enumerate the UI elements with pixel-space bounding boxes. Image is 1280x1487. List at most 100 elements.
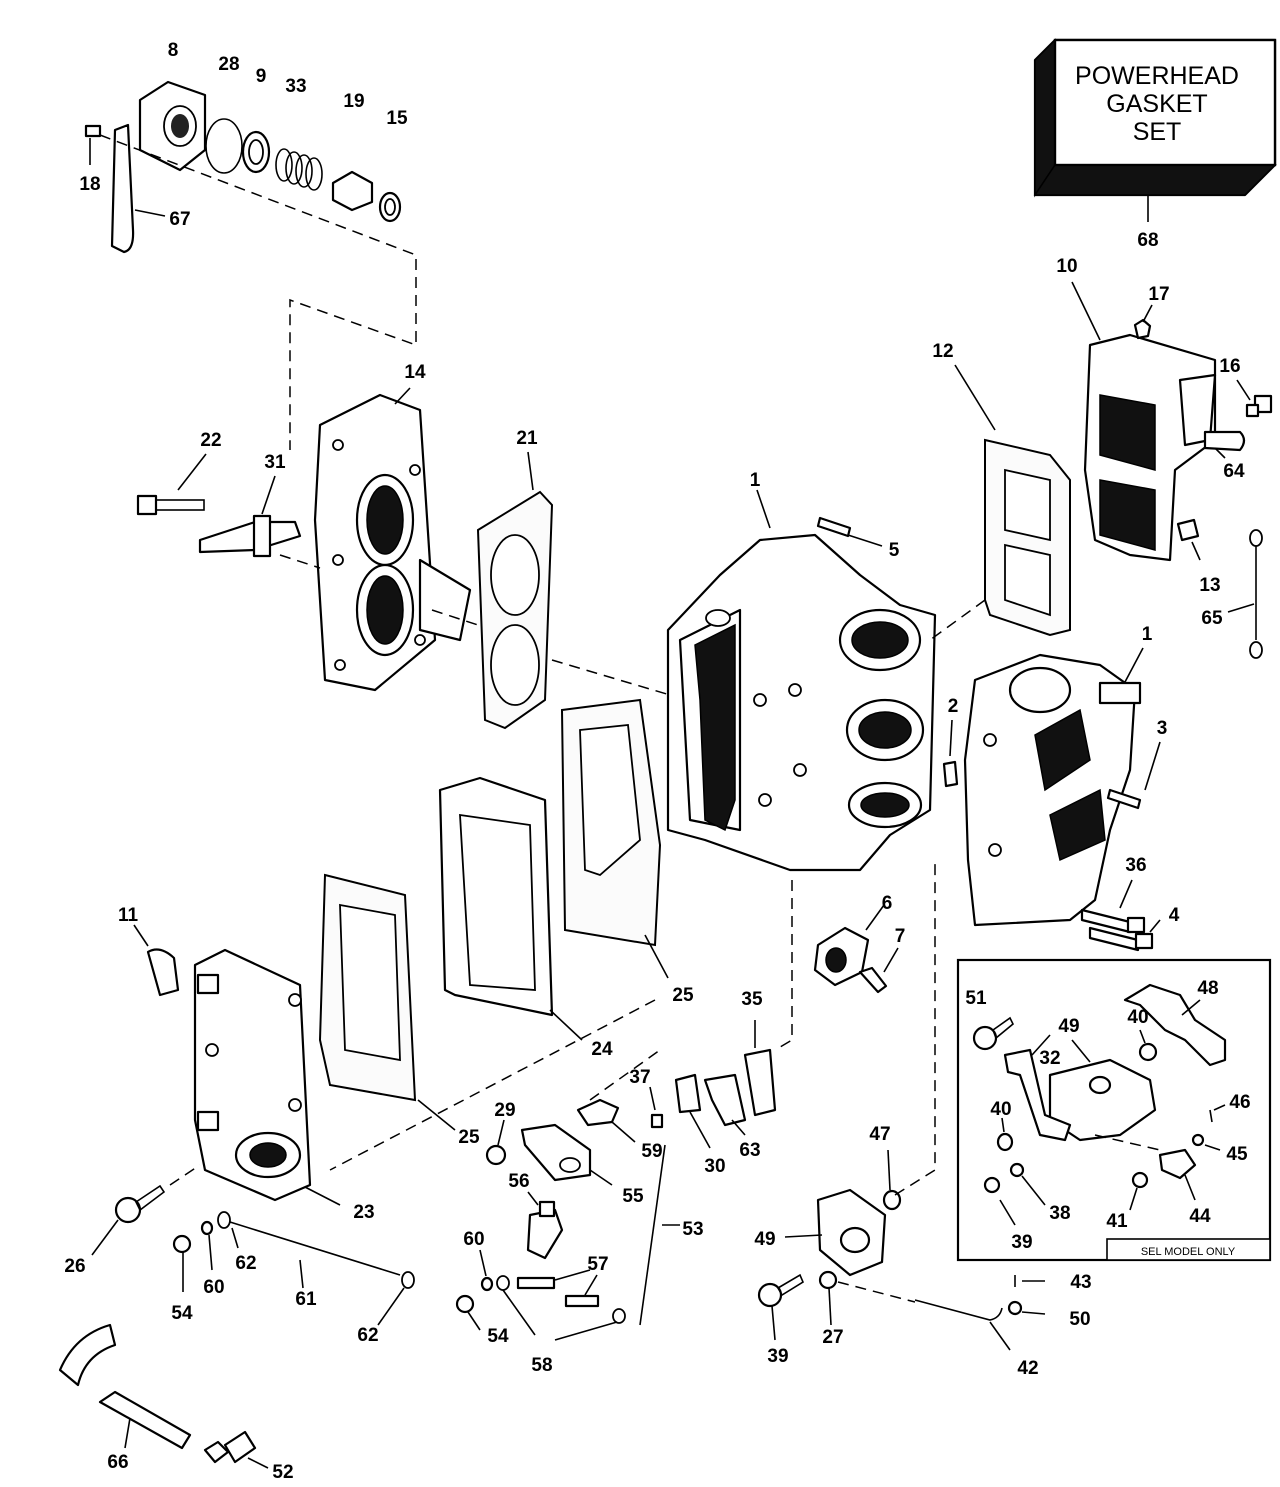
intake-gasket-12 bbox=[929, 364, 1071, 641]
kit-box-title-line-3: SET bbox=[1133, 118, 1182, 146]
center-small-parts bbox=[455, 880, 793, 1341]
part-label-67: 67 bbox=[169, 209, 190, 230]
kit-box-title-line-1: POWERHEAD bbox=[1075, 62, 1239, 90]
part-label-1a: 1 bbox=[750, 470, 761, 491]
head-bolt-and-spark-plug bbox=[136, 453, 321, 569]
part-label-7: 7 bbox=[895, 926, 906, 947]
part-label-4: 4 bbox=[1169, 905, 1180, 926]
part-label-49a: 49 bbox=[1058, 1016, 1079, 1037]
part-label-39a: 39 bbox=[1011, 1232, 1032, 1253]
part-label-51: 51 bbox=[965, 988, 987, 1009]
part-label-61: 61 bbox=[295, 1289, 317, 1310]
part-label-43: 43 bbox=[1070, 1272, 1091, 1293]
sel-model-box: SEL MODEL ONLY bbox=[956, 958, 1272, 1262]
left-link-rod-parts bbox=[172, 1211, 415, 1326]
part-label-52: 52 bbox=[272, 1462, 293, 1483]
part-label-60a: 60 bbox=[463, 1229, 484, 1250]
part-label-11: 11 bbox=[118, 905, 139, 926]
part-label-37: 37 bbox=[629, 1067, 650, 1088]
part-label-30: 30 bbox=[704, 1156, 725, 1177]
part-label-39b: 39 bbox=[767, 1346, 788, 1367]
part-label-33: 33 bbox=[285, 76, 306, 97]
part-label-62a: 62 bbox=[235, 1253, 256, 1274]
crankcase-half bbox=[963, 647, 1144, 927]
thermostat-group bbox=[84, 80, 417, 450]
reed-hardware bbox=[1133, 304, 1273, 659]
part-label-28: 28 bbox=[218, 54, 239, 75]
part-label-38: 38 bbox=[1049, 1203, 1070, 1224]
cylinder-head bbox=[313, 387, 472, 692]
part-label-16: 16 bbox=[1219, 356, 1240, 377]
part-label-25b: 25 bbox=[458, 1127, 480, 1148]
part-label-17: 17 bbox=[1148, 284, 1169, 305]
part-label-59: 59 bbox=[641, 1141, 662, 1162]
crankcase-block bbox=[666, 489, 937, 872]
part-label-10: 10 bbox=[1056, 256, 1077, 277]
part-label-53: 53 bbox=[682, 1219, 703, 1240]
clamp-6-and-screw-7 bbox=[813, 904, 899, 994]
part-label-49b: 49 bbox=[754, 1229, 775, 1250]
part-label-40a: 40 bbox=[1127, 1007, 1148, 1028]
part-label-60b: 60 bbox=[203, 1277, 224, 1298]
part-label-2: 2 bbox=[948, 696, 959, 717]
exhaust-gasket-lower-25 bbox=[318, 873, 656, 1171]
part-label-44: 44 bbox=[1189, 1206, 1211, 1227]
part-label-24: 24 bbox=[591, 1039, 613, 1060]
part-label-41: 41 bbox=[1106, 1211, 1128, 1232]
part-label-27: 27 bbox=[822, 1327, 843, 1348]
part-label-1b: 1 bbox=[1142, 624, 1153, 645]
part-label-58: 58 bbox=[531, 1355, 552, 1376]
part-number-labels: 8 28 9 33 19 15 18 67 68 10 17 12 16 14 … bbox=[64, 40, 1250, 1483]
part-label-35: 35 bbox=[741, 989, 763, 1010]
part-label-50: 50 bbox=[1069, 1309, 1090, 1330]
head-gasket bbox=[431, 451, 671, 730]
part-label-46: 46 bbox=[1229, 1092, 1250, 1113]
sel-model-note: SEL MODEL ONLY bbox=[1141, 1246, 1236, 1258]
part-label-42: 42 bbox=[1017, 1358, 1038, 1379]
exhaust-gasket-upper-25 bbox=[560, 698, 669, 979]
part-label-29: 29 bbox=[494, 1100, 515, 1121]
part-label-19: 19 bbox=[343, 91, 364, 112]
dowel-pin-5 bbox=[816, 516, 883, 547]
reed-plate-10 bbox=[1071, 281, 1217, 562]
part-label-32: 32 bbox=[1039, 1048, 1060, 1069]
part-label-68: 68 bbox=[1137, 230, 1158, 251]
part-label-62b: 62 bbox=[357, 1325, 378, 1346]
part-label-57: 57 bbox=[587, 1254, 608, 1275]
part-label-66: 66 bbox=[107, 1452, 128, 1473]
part-label-65: 65 bbox=[1201, 608, 1223, 629]
gasket-set-box: POWERHEAD GASKET SET bbox=[1033, 38, 1277, 222]
part-label-48: 48 bbox=[1197, 978, 1218, 999]
part-label-15: 15 bbox=[386, 108, 408, 129]
exhaust-cover-23 bbox=[193, 948, 341, 1206]
part-label-64: 64 bbox=[1223, 461, 1245, 482]
part-label-47: 47 bbox=[869, 1124, 890, 1145]
clamp-11 bbox=[133, 924, 180, 997]
part-label-25a: 25 bbox=[672, 985, 694, 1006]
exhaust-plate-24 bbox=[438, 776, 583, 1041]
part-label-54a: 54 bbox=[171, 1303, 193, 1324]
hose-and-fitting bbox=[58, 1323, 269, 1469]
part-label-14: 14 bbox=[404, 362, 426, 383]
part-label-26: 26 bbox=[64, 1256, 85, 1277]
throttle-bracket-parts bbox=[757, 860, 1046, 1351]
part-label-55: 55 bbox=[622, 1186, 644, 1207]
part-label-9: 9 bbox=[256, 66, 267, 87]
part-label-54b: 54 bbox=[487, 1326, 509, 1347]
part-label-3: 3 bbox=[1157, 718, 1168, 739]
part-label-13: 13 bbox=[1199, 575, 1220, 596]
part-label-21: 21 bbox=[516, 428, 538, 449]
part-label-31: 31 bbox=[264, 452, 286, 473]
part-label-45: 45 bbox=[1226, 1144, 1248, 1165]
kit-box-title-line-2: GASKET bbox=[1106, 90, 1207, 118]
part-label-36: 36 bbox=[1125, 855, 1146, 876]
part-label-18: 18 bbox=[79, 174, 100, 195]
part-label-23: 23 bbox=[353, 1202, 374, 1223]
part-label-6: 6 bbox=[882, 893, 893, 914]
part-label-56: 56 bbox=[508, 1171, 529, 1192]
pins-and-bolts bbox=[942, 719, 1161, 952]
part-label-40b: 40 bbox=[990, 1099, 1011, 1120]
part-label-63: 63 bbox=[739, 1140, 760, 1161]
part-label-22: 22 bbox=[200, 430, 221, 451]
